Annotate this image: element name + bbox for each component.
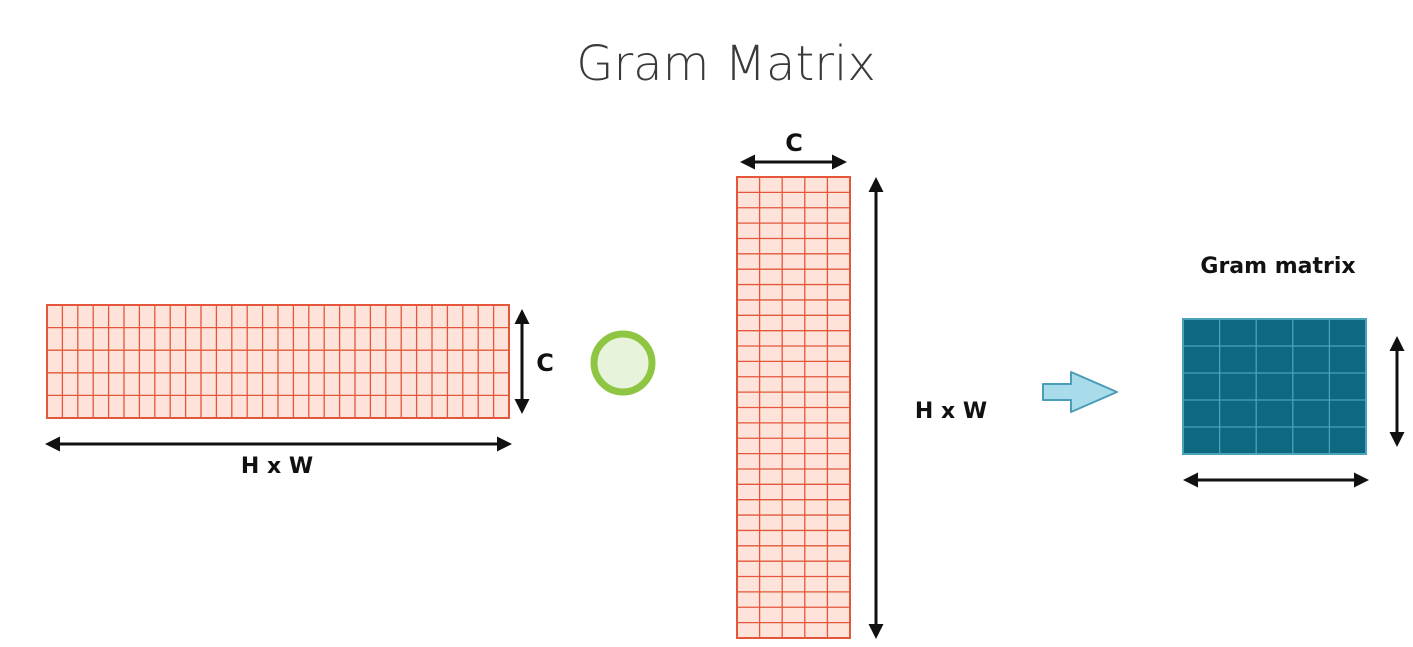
mid-width-label: C — [785, 129, 803, 157]
gram-matrix-grid — [1182, 318, 1367, 455]
mid-feature-matrix — [736, 176, 851, 639]
gram-matrix-background — [1182, 318, 1367, 455]
multiply-operator-icon — [590, 330, 656, 396]
left-width-label: H x W — [241, 454, 313, 479]
gram-matrix-title: Gram matrix — [1200, 254, 1355, 279]
result-arrow-icon — [1042, 371, 1118, 413]
left-feature-matrix — [46, 304, 510, 419]
left-height-label: C — [536, 349, 554, 377]
mid-height-label: H x W — [915, 399, 987, 424]
page-title: Gram Matrix — [576, 36, 875, 92]
